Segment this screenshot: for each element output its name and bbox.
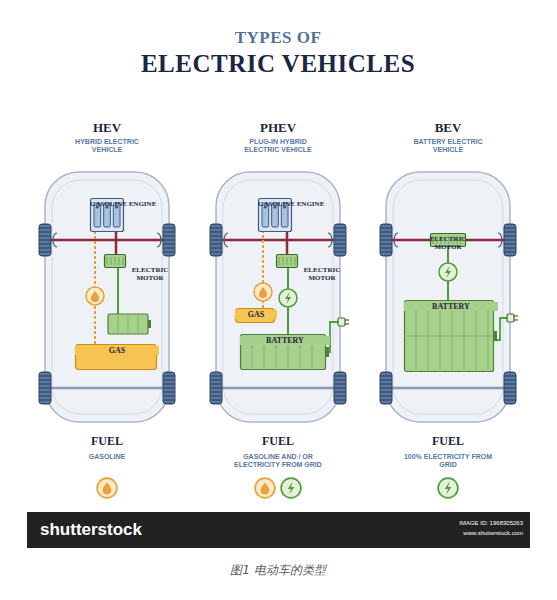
car-inner-line	[52, 180, 503, 414]
rear-axle	[51, 387, 504, 390]
motor-box-shape	[276, 254, 298, 268]
battery-pack: BATTERY	[404, 300, 494, 372]
fuel-icon	[254, 283, 272, 301]
plug-icon	[338, 318, 349, 326]
fuel-tank: GAS	[75, 344, 157, 370]
fuel-heading: FUEL	[398, 434, 498, 449]
image-id: IMAGE ID: 1968305263	[375, 520, 523, 526]
footer-bar	[27, 512, 530, 548]
vehicle-type: HEV	[42, 120, 172, 136]
tank-label: GAS	[75, 346, 159, 355]
battery-pack: BATTERY	[240, 334, 326, 370]
engine-box-shape	[258, 198, 292, 232]
electricity-icon	[281, 478, 301, 498]
motor-label: ELECTRIC MOTOR	[130, 266, 170, 282]
engine-box: GASOLINE ENGINE	[90, 198, 124, 232]
battery-label: BATTERY	[404, 302, 498, 311]
plug-icon	[507, 314, 518, 322]
battery-label: BATTERY	[240, 336, 330, 345]
vehicle-outline: GASOLINE ENGINE ELECTRIC MOTOR GAS HEV HYBRI…	[42, 118, 172, 423]
fuel-icon	[86, 287, 104, 305]
hybrid-battery	[108, 314, 151, 334]
fuel-description: GASOLINE AND / OR ELECTRICITY FROM GRID	[223, 453, 333, 469]
motor-box: ELECTRIC MOTOR	[104, 254, 126, 268]
car-body	[45, 172, 510, 422]
vehicle-type: BEV	[383, 120, 513, 136]
motor-label: ELECTRIC MOTOR	[302, 266, 342, 282]
motor-box-shape	[104, 254, 126, 268]
vehicle-outline: GASOLINE ENGINE ELECTRIC MOTOR GAS BATTERY P…	[213, 118, 343, 423]
vehicle-name: PLUG-IN HYBRID ELECTRIC VEHICLE	[235, 138, 321, 154]
engine-box: GASOLINE ENGINE	[258, 198, 292, 232]
fuel-heading: FUEL	[57, 434, 157, 449]
rotation-arrow	[53, 233, 502, 247]
motor-box: ELECTRIC MOTOR	[430, 233, 466, 247]
engine-box-shape	[90, 198, 124, 232]
heading-prefix: TYPES OF	[178, 28, 378, 48]
vehicle-type: PHEV	[213, 120, 343, 136]
motor-box-shape	[430, 233, 466, 247]
fuel-icon	[255, 478, 275, 498]
diagram-title: ELECTRIC VEHICLES	[58, 50, 498, 78]
fuel-description: 100% ELECTRICITY FROM GRID	[402, 453, 494, 469]
vehicle-outline: ELECTRIC MOTOR BATTERY BEV BATTERY ELECTRIC…	[383, 118, 513, 423]
figure-caption: 图1 电动车的类型	[128, 562, 428, 579]
brand-logo: shutterstock	[40, 520, 200, 540]
fuel-icon	[97, 478, 117, 498]
electricity-icon	[438, 478, 458, 498]
electricity-icon	[439, 263, 457, 281]
vehicle-name: BATTERY ELECTRIC VEHICLE	[405, 138, 491, 154]
vehicle-name: HYBRID ELECTRIC VEHICLE	[64, 138, 150, 154]
electricity-icon	[279, 289, 297, 307]
battery-wire	[117, 268, 119, 314]
fuel-tank: GAS	[235, 308, 275, 323]
fuel-description: GASOLINE	[52, 453, 162, 461]
wheel	[39, 224, 516, 404]
fuel-heading: FUEL	[228, 434, 328, 449]
drive-shaft	[115, 232, 118, 254]
drive-shaft	[286, 232, 289, 254]
tank-label: GAS	[235, 310, 277, 319]
motor-box: ELECTRIC MOTOR	[276, 254, 298, 268]
website: www.shutterstock.com	[375, 530, 523, 536]
